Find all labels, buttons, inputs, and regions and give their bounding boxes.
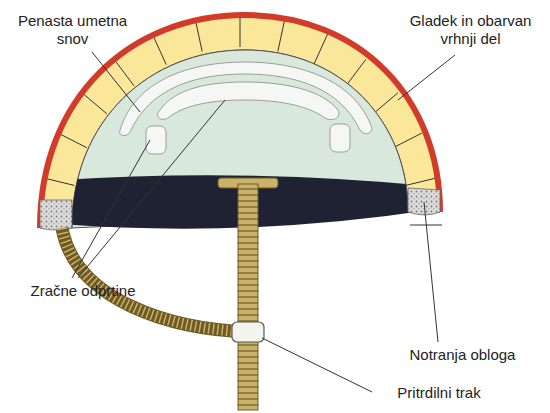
bottom-pad [40, 200, 72, 230]
leader-line [78, 100, 225, 278]
side-strap [62, 228, 252, 332]
leader-line [262, 338, 372, 392]
foam-divider [114, 59, 134, 86]
air-vent [330, 124, 350, 152]
foam-divider [393, 133, 422, 148]
foam-divider [58, 133, 87, 148]
foam-divider [406, 178, 437, 186]
foam-divider [240, 13, 241, 47]
part-label: Pritrdilni trak [374, 384, 504, 402]
bottom-pad [408, 188, 440, 215]
foam-divider [314, 34, 328, 65]
chin-strap [238, 184, 258, 410]
side-strap [62, 228, 252, 332]
foam-divider [346, 59, 366, 86]
air-vent [146, 126, 166, 154]
leader-line [424, 202, 438, 342]
foam-divider [278, 18, 285, 51]
leader-line [72, 140, 150, 278]
leader-line [398, 55, 455, 100]
foam-divider [152, 34, 166, 65]
buckle [232, 322, 264, 342]
foam-divider [373, 93, 398, 114]
leader-lines [72, 52, 455, 392]
leader-line [92, 52, 140, 112]
foam-divider [43, 178, 74, 186]
part-label: Gladek in obarvan vrhnji del [398, 12, 543, 48]
foam-divider [82, 93, 107, 114]
air-vent [158, 82, 339, 120]
part-label: Penasta umetna snov [10, 12, 135, 48]
part-label: Notranja obloga [385, 346, 540, 364]
part-label: Zračne odprtine [8, 282, 158, 300]
